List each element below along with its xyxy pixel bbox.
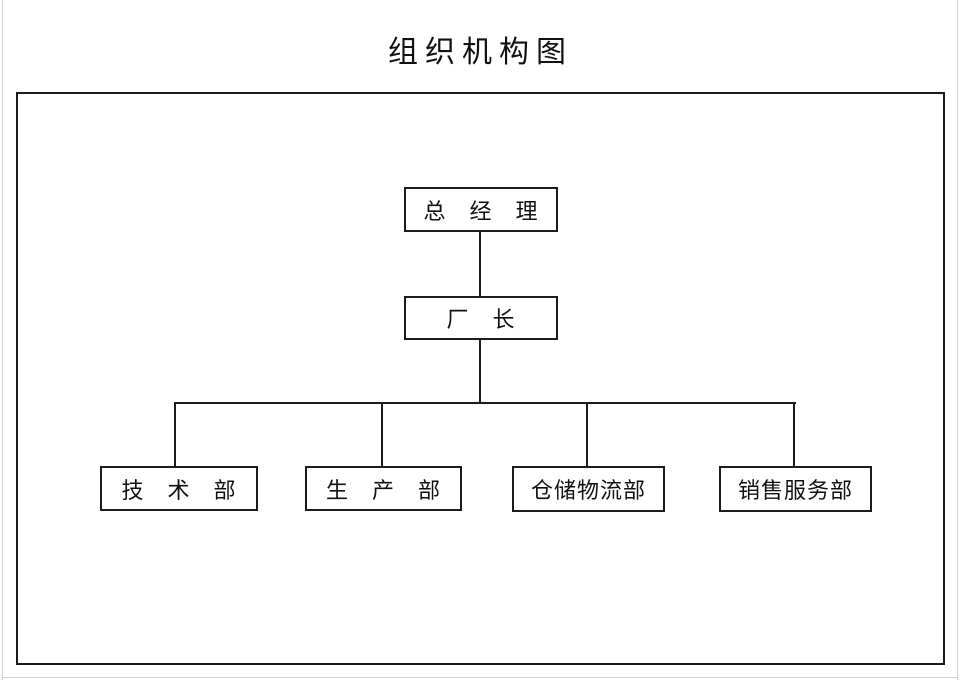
org-node-label: 销售服务部 (737, 478, 853, 503)
connector-drop-production (381, 402, 383, 467)
org-node-factory-director: 厂 长 (404, 296, 558, 340)
connector-gm-to-director (479, 230, 481, 298)
connector-drop-technical (174, 402, 176, 467)
connector-drop-sales (793, 402, 795, 467)
org-node-label: 厂 长 (446, 307, 516, 332)
org-node-label: 仓储物流部 (530, 478, 646, 503)
org-node-production-dept: 生 产 部 (305, 466, 462, 511)
diagram-title: 组织机构图 (388, 36, 573, 69)
org-node-technical-dept: 技 术 部 (100, 466, 258, 511)
page-edge-bottom (2, 677, 958, 678)
org-node-sales-service-dept: 销售服务部 (719, 466, 872, 512)
org-node-label: 生 产 部 (325, 477, 441, 503)
org-node-general-manager: 总 经 理 (404, 187, 558, 232)
connector-drop-warehouse (586, 402, 588, 467)
page-edge-right (957, 0, 958, 680)
page-edge-left (2, 0, 3, 680)
org-node-label: 技 术 部 (121, 477, 237, 503)
connector-horizontal-bar (174, 402, 796, 404)
connector-director-stem (479, 339, 481, 404)
org-node-label: 总 经 理 (423, 198, 539, 224)
org-node-warehouse-logistics-dept: 仓储物流部 (512, 466, 665, 512)
